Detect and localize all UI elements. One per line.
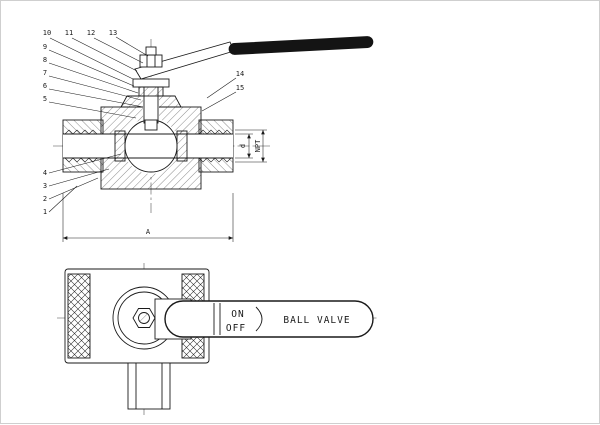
bore — [63, 133, 233, 159]
handle-off-label: OFF — [226, 323, 246, 334]
pivot-arc — [255, 306, 263, 332]
part-label-11: 11 — [65, 29, 73, 37]
handle-text: ON OFF BALL VALVE — [226, 309, 350, 334]
part-label-1: 1 — [43, 208, 47, 216]
stem-assembly — [132, 41, 235, 131]
part-label-12: 12 — [87, 29, 95, 37]
dim-label-NPT: NPT — [254, 139, 262, 152]
stem-nut — [139, 54, 163, 68]
stem-end — [138, 312, 150, 324]
handle-grip — [228, 36, 374, 55]
section-view: 10 11 12 13 9 8 7 6 5 4 3 2 1 14 15 A — [43, 29, 374, 242]
part-label-4: 4 — [43, 169, 47, 177]
dimension-length: A — [62, 193, 234, 242]
handle-name-label: BALL VALVE — [283, 315, 350, 326]
part-label-10: 10 — [43, 29, 51, 37]
seat-rings — [114, 130, 188, 162]
bottom-port — [127, 362, 171, 410]
pipe-threads — [64, 129, 232, 163]
part-label-13: 13 — [109, 29, 117, 37]
left-bolt-flange — [67, 273, 91, 359]
part-label-15: 15 — [236, 84, 244, 92]
part-label-9: 9 — [43, 43, 47, 51]
part-label-8: 8 — [43, 56, 47, 64]
dimension-bore: d NPT — [235, 129, 267, 163]
dim-label-A: A — [146, 228, 151, 236]
part-labels: 10 11 12 13 9 8 7 6 5 4 3 2 1 14 15 — [43, 29, 244, 216]
part-label-14: 14 — [236, 70, 244, 78]
front-view: ON OFF BALL VALVE — [57, 263, 379, 415]
handle-on-label: ON — [231, 309, 244, 320]
leader-lines — [48, 36, 237, 213]
part-label-7: 7 — [43, 69, 47, 77]
handle-plate — [164, 300, 374, 338]
part-label-5: 5 — [43, 95, 47, 103]
part-label-6: 6 — [43, 82, 47, 90]
part-label-2: 2 — [43, 195, 47, 203]
part-label-3: 3 — [43, 182, 47, 190]
dim-label-d: d — [239, 144, 247, 148]
